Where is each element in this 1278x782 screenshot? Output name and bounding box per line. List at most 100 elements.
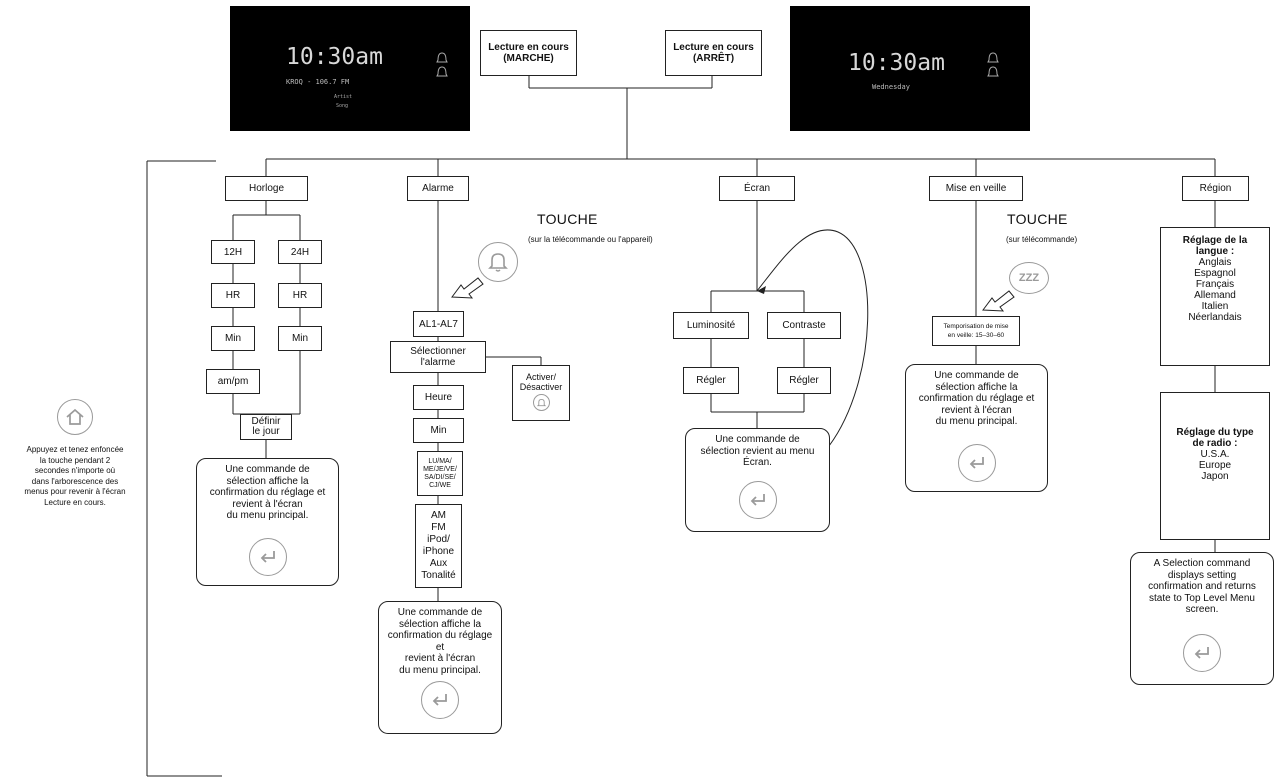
confirm-line: Une commande de [715, 434, 800, 445]
horloge-12h[interactable]: 12H [211, 240, 255, 264]
region-confirm: A Selection command displays setting con… [1130, 552, 1274, 685]
confirm-line: du menu principal. [935, 416, 1018, 427]
lang-item: Anglais [1198, 257, 1232, 268]
horloge-24h[interactable]: 24H [278, 240, 322, 264]
region-langue[interactable]: Réglage de la langue : Anglais Espagnol … [1160, 227, 1270, 366]
alarm-bell-icon[interactable] [478, 242, 518, 282]
alarme-toggle[interactable]: Activer/ Désactiver [512, 365, 570, 421]
playing-off-box: Lecture en cours (ARRÊT) [665, 30, 762, 76]
ecran-luminosite[interactable]: Luminosité [673, 312, 749, 339]
regler-label: Régler [696, 375, 726, 386]
day-line: LU/MA/ [428, 457, 452, 465]
return-arrow-icon [421, 681, 459, 719]
alarme-days[interactable]: LU/MA/ ME/JE/VE/ SA/DI/SE/ CJ/WE [417, 451, 463, 496]
ecran-confirm: Une commande de sélection revient au men… [685, 428, 830, 532]
source-item: FM [431, 522, 446, 533]
menu-horloge[interactable]: Horloge [225, 176, 308, 201]
display-station: KROQ - 106.7 FM [286, 78, 350, 86]
horloge-set-day[interactable]: Définir le jour [240, 414, 292, 440]
confirm-line: du menu principal. [399, 664, 481, 676]
confirm-line: confirmation and returns [1148, 581, 1256, 592]
alarme-touche-sub: (sur la télécommande ou l'appareil) [528, 235, 653, 244]
home-icon[interactable] [57, 399, 93, 435]
alarm-bell-small-icon [532, 394, 550, 411]
menu-region[interactable]: Région [1182, 176, 1249, 201]
confirm-line: state to Top Level Menu [1149, 592, 1255, 604]
ecran-regler-lum[interactable]: Régler [683, 367, 739, 394]
lang-title-line2: langue : [1195, 246, 1235, 257]
source-item: iPhone [422, 546, 455, 557]
lang-item: Espagnol [1194, 268, 1236, 279]
horloge-hr-12[interactable]: HR [211, 283, 255, 308]
con-label: Contraste [782, 320, 826, 331]
home-note: Appuyez et tenez enfoncée la touche pend… [0, 445, 150, 508]
confirm-line: displays setting [1167, 569, 1237, 581]
set-day-line2: le jour [252, 426, 280, 437]
radio-item: Europe [1198, 460, 1232, 471]
horloge-min-12[interactable]: Min [211, 326, 255, 351]
display-time: 10:30am [848, 50, 945, 76]
lang-title-line1: Réglage de la [1182, 235, 1248, 246]
horloge-min-24[interactable]: Min [278, 326, 322, 351]
display-artist: Artist [334, 94, 353, 100]
veille-temporisation[interactable]: Temporisation de mise en veille: 15–30–6… [932, 316, 1020, 346]
confirm-line: sélection affiche la [935, 381, 1018, 393]
confirm-line: screen. [1185, 604, 1219, 615]
confirm-line: confirmation du réglage et [209, 487, 326, 498]
home-note-line: secondes n'importe où [34, 466, 116, 475]
regler-label: Régler [789, 375, 819, 386]
radio-title-line1: Réglage du type [1176, 427, 1254, 438]
display-playing-off: 10:30am Wednesday [790, 6, 1030, 131]
confirm-line: Écran. [743, 457, 772, 468]
home-note-line: menus pour revenir à l'écran [24, 487, 126, 496]
horloge-hr-24[interactable]: HR [278, 283, 322, 308]
lang-item: Néerlandais [1188, 312, 1242, 323]
return-arrow-icon [1183, 634, 1221, 672]
ecran-contraste[interactable]: Contraste [767, 312, 841, 339]
source-item: Aux [429, 558, 448, 569]
confirm-line: sélection revient au menu [700, 445, 815, 457]
home-note-line: Lecture en cours. [44, 497, 106, 507]
playing-on-line2: (MARCHE) [503, 53, 554, 64]
alarme-select[interactable]: Sélectionner l'alarme [390, 341, 486, 373]
horloge-ampm-label: am/pm [217, 376, 249, 387]
ecran-regler-con[interactable]: Régler [777, 367, 831, 394]
lang-item: Français [1195, 279, 1235, 290]
confirm-line: revient à l'écran [232, 498, 303, 510]
select-line2: l'alarme [420, 357, 456, 368]
confirm-line: sélection affiche la [398, 618, 482, 630]
alarme-min[interactable]: Min [413, 418, 464, 443]
confirm-line: revient à l'écran [941, 404, 1012, 416]
playing-off-line1: Lecture en cours [673, 42, 754, 53]
alarme-confirm: Une commande de sélection affiche la con… [378, 601, 502, 734]
horloge-confirm: Une commande de sélection affiche la con… [196, 458, 339, 586]
alarme-al1-al7[interactable]: AL1-AL7 [413, 311, 464, 337]
return-arrow-icon [738, 481, 777, 519]
sleep-zzz-icon[interactable]: ZZZ [1009, 262, 1049, 294]
region-radio[interactable]: Réglage du type de radio : U.S.A. Europe… [1160, 392, 1270, 540]
alarme-heure[interactable]: Heure [413, 385, 464, 410]
confirm-line: confirmation du réglage et [918, 393, 1035, 404]
menu-mise-en-veille[interactable]: Mise en veille [929, 176, 1023, 201]
home-note-line: Appuyez et tenez enfoncée [26, 445, 124, 454]
menu-ecran[interactable]: Écran [719, 176, 795, 201]
alarme-touche-label: TOUCHE [537, 211, 598, 227]
display-time: 10:30am [286, 44, 383, 70]
playing-on-line1: Lecture en cours [488, 42, 569, 53]
confirm-line: A Selection command [1153, 558, 1251, 569]
horloge-24h-label: 24H [290, 246, 310, 258]
tempo-line2: en veille: 15–30–60 [947, 332, 1005, 339]
horloge-min-label: Min [224, 333, 242, 344]
alarm-status-icon [987, 52, 999, 77]
return-arrow-icon [957, 444, 996, 482]
alarme-sources[interactable]: AM FM iPod/ iPhone Aux Tonalité [415, 504, 462, 588]
horloge-ampm[interactable]: am/pm [206, 369, 260, 394]
menu-horloge-label: Horloge [248, 183, 285, 194]
lang-item: Italien [1201, 301, 1229, 312]
zzz-label: ZZZ [1018, 272, 1040, 284]
confirm-line: revient à l'écran [404, 653, 476, 664]
arrow-pointer-icon [982, 290, 1015, 312]
menu-alarme[interactable]: Alarme [407, 176, 469, 201]
display-playing-on: 10:30am KROQ - 106.7 FM Artist Song [230, 6, 470, 131]
